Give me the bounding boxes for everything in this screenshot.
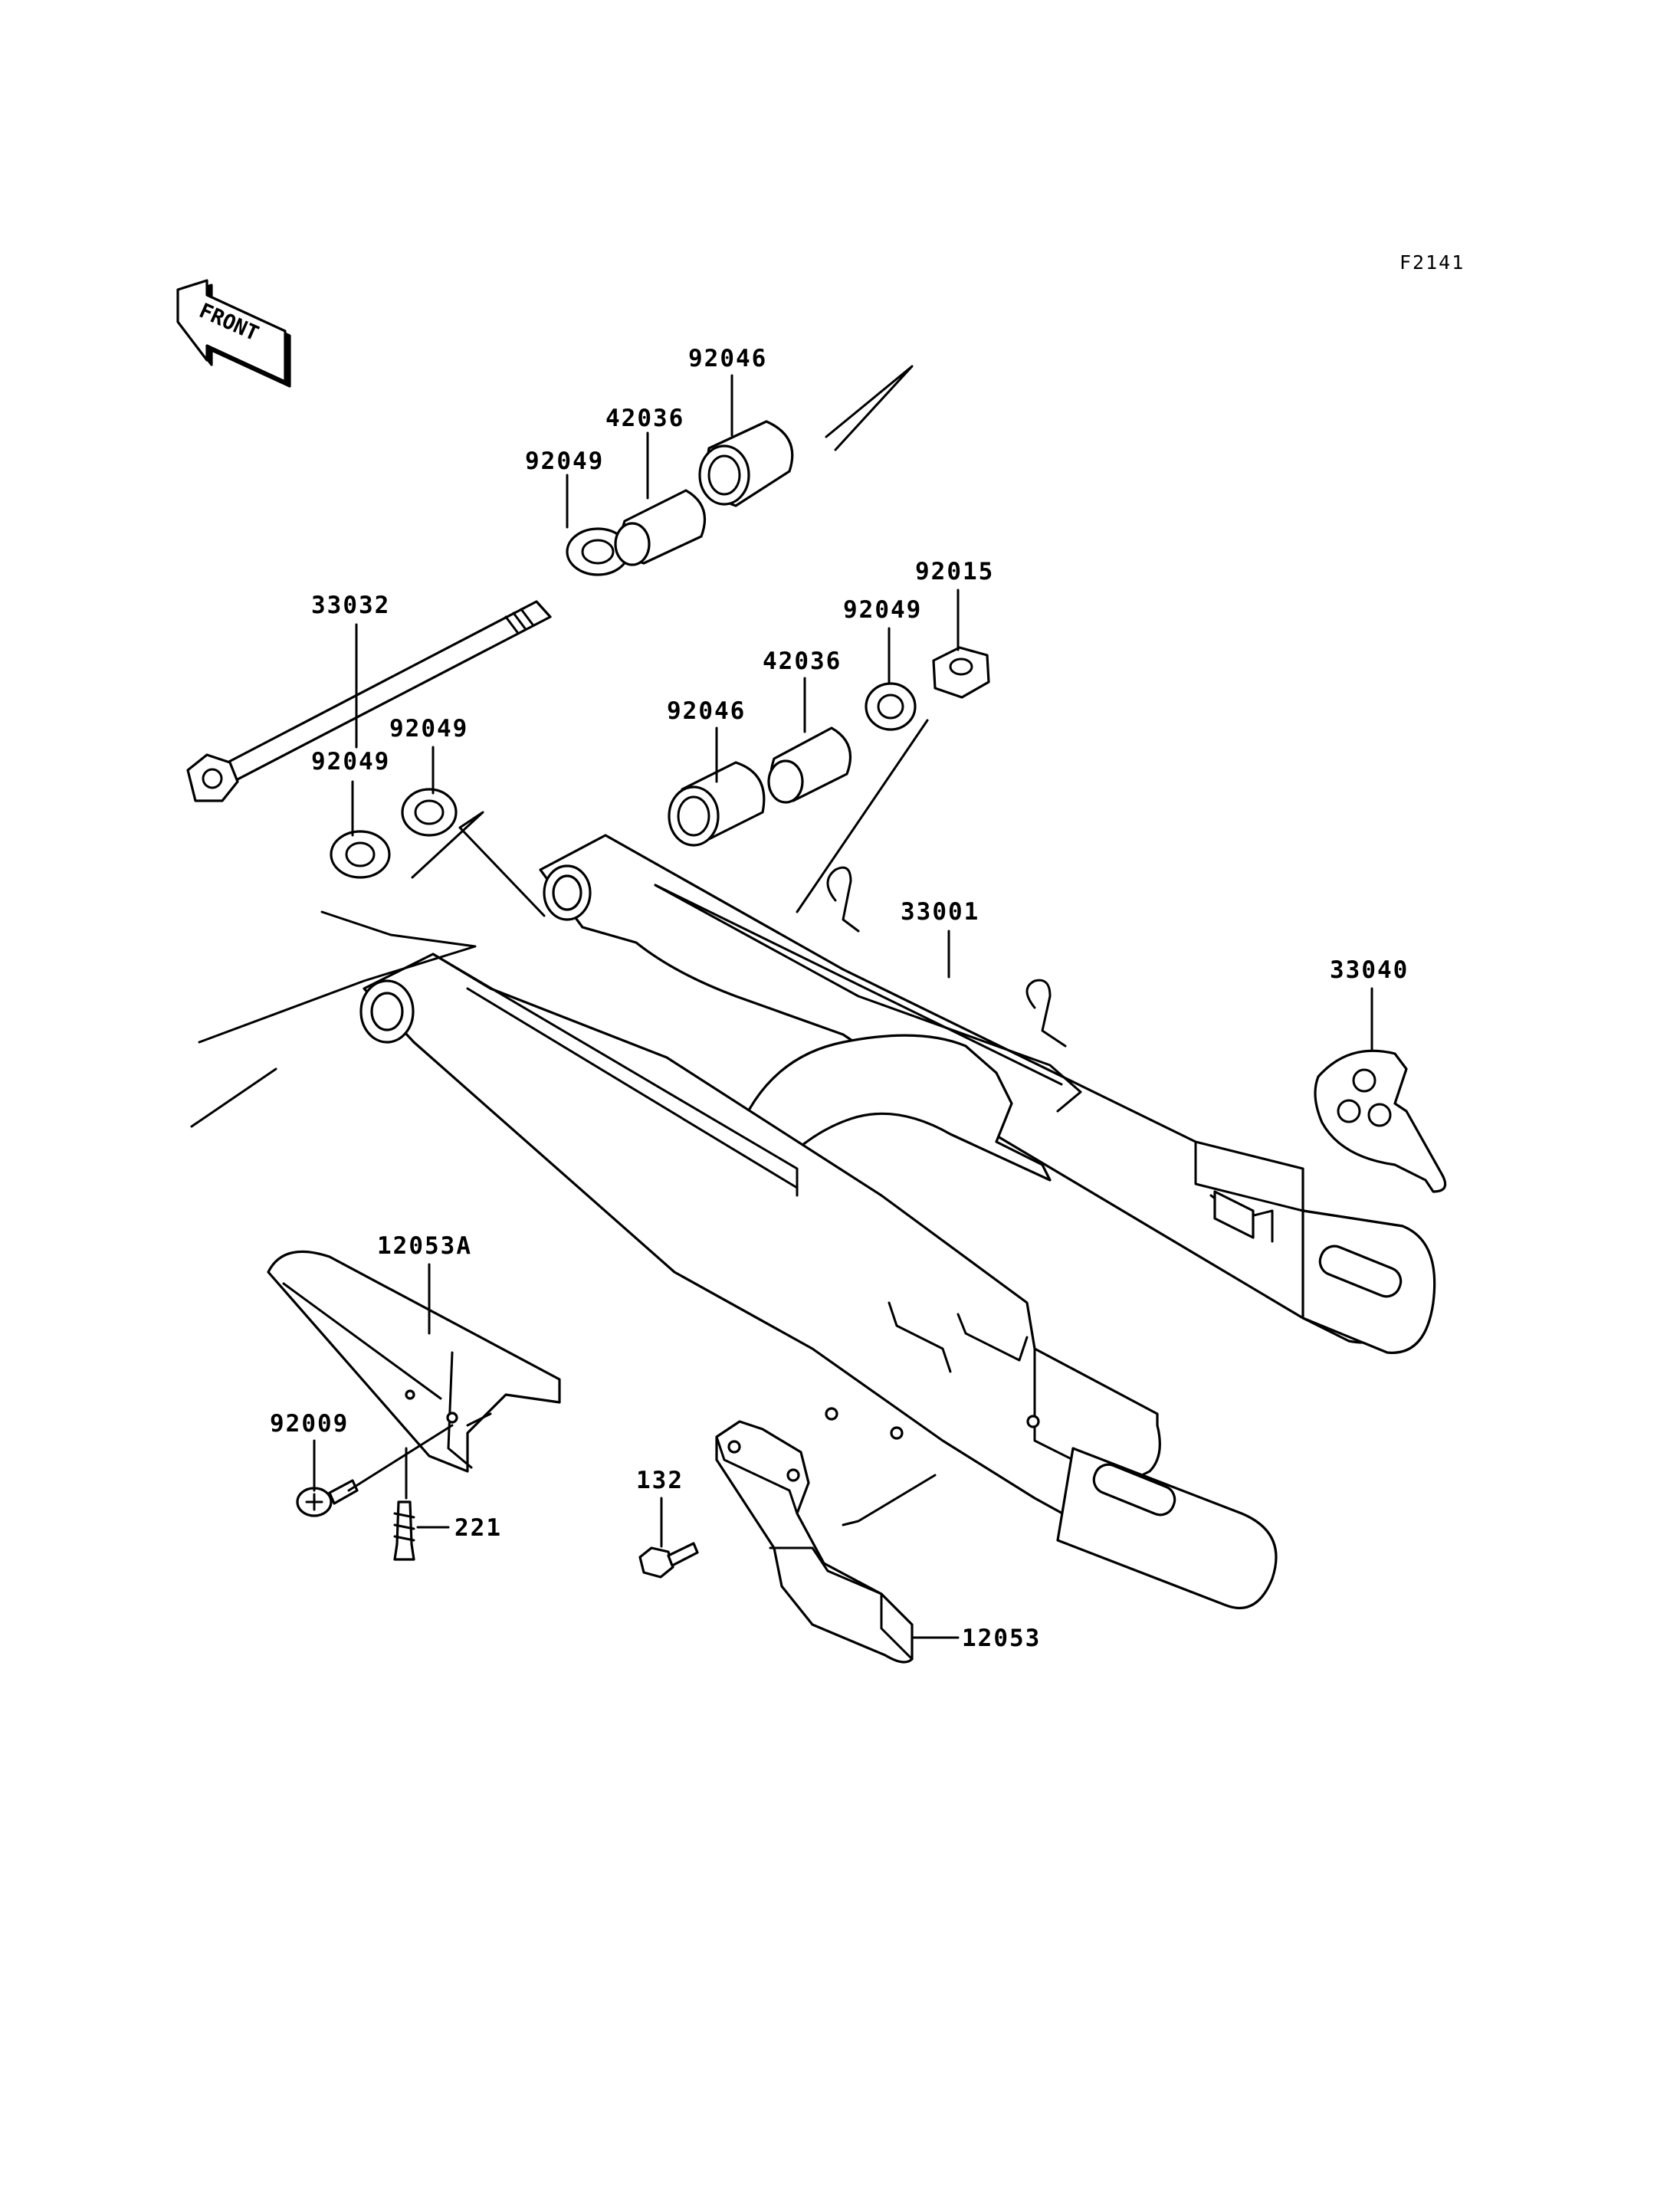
pivot-shaft [186,600,552,802]
label-92049-upper: 92049 [525,448,604,475]
chain-guide [267,1250,561,1473]
label-92046-upper: 92046 [688,345,767,372]
label-92049-left-b: 92049 [311,748,390,776]
left-collars [330,788,458,879]
swingarm [359,834,1436,1609]
lower-bushing-stack [668,646,990,847]
slider-bolt [638,1542,699,1579]
label-42036-upper: 42036 [605,405,684,432]
guide-bolt [296,1479,359,1517]
label-221: 221 [454,1514,502,1542]
label-92046-mid: 92046 [667,697,746,725]
figure-id: F2141 [1399,251,1465,274]
leader-lines [313,374,1373,1639]
front-arrow-icon: FRONT [176,279,291,388]
label-12053A: 12053A [377,1232,472,1260]
label-92015: 92015 [915,558,994,585]
label-12053: 12053 [962,1625,1041,1652]
label-42036-mid: 42036 [763,648,842,675]
label-33001: 33001 [901,898,979,926]
label-92009: 92009 [270,1410,349,1438]
chain-adjuster [1314,1049,1447,1193]
label-33040: 33040 [1330,956,1409,984]
label-92049-mid: 92049 [843,596,922,624]
upper-bushing-stack [566,420,794,576]
label-132: 132 [636,1467,684,1494]
guide-lines [190,365,937,1526]
chain-slider [715,1420,914,1664]
label-92049-left-a: 92049 [389,715,468,743]
guide-screw [393,1500,415,1561]
label-33032: 33032 [311,592,390,619]
